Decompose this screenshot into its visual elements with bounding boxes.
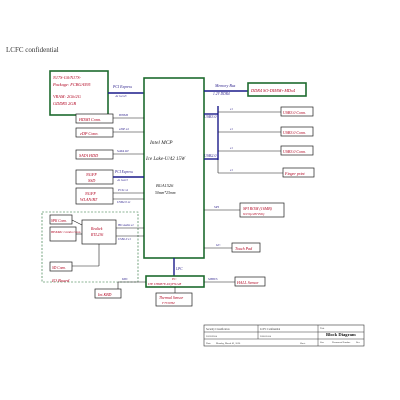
kbc-label: KBC xyxy=(121,277,129,281)
dimm-block xyxy=(247,82,307,97)
sata-hdd-block xyxy=(75,149,114,160)
cpu-line4: 50mm*25mm xyxy=(155,191,176,195)
tb-field-b: 2020/05/04 xyxy=(260,335,272,338)
hall-sensor-block xyxy=(234,276,266,287)
spi-label: SPI xyxy=(214,205,220,209)
codec-label1: Realtek xyxy=(90,227,103,231)
usb-b-conn xyxy=(280,126,314,137)
lpc-label: LPC xyxy=(175,267,183,271)
edp-conn-block xyxy=(75,127,114,138)
tb-date-val: Monday, March 02, 2020 xyxy=(216,342,241,345)
tb-sheet: Sheet xyxy=(300,342,306,345)
cpu-line2: Ice Lake-U/42 15W xyxy=(145,157,186,162)
pcie-wlan-label: PCIe x1 xyxy=(117,188,129,192)
spi-rom-label2: W25Q128JVSIQ xyxy=(243,212,265,216)
edp-link-label: eDP x2 xyxy=(119,127,129,131)
edp-conn-label: eDP Conn. xyxy=(80,131,99,136)
sd-conn-block xyxy=(49,261,73,272)
ddr-voltage-label: 1.2V DDR4 xyxy=(213,92,230,96)
ngff-wlan-block xyxy=(75,187,114,205)
usb-b-small: x1 xyxy=(229,127,233,131)
usb-a-small: x1 xyxy=(229,107,233,111)
touchpad-link-label: I2C xyxy=(215,243,221,247)
pcie-ssd-label1: PCI Express xyxy=(114,170,134,174)
cpu-line3: BGA1526 xyxy=(156,183,174,188)
usb2-hub-label: USB2.0 xyxy=(204,153,216,158)
gpu-line1: N17S-G0/N17S- xyxy=(52,75,81,80)
spi-rom-block xyxy=(239,202,285,218)
spk-conn-block xyxy=(49,214,73,225)
tb-title-val: Block Diagram xyxy=(326,332,356,337)
ngff-wlan-label1: NGFF xyxy=(84,191,96,196)
memory-bus-label: Memory Bus xyxy=(214,83,236,88)
hdmi-link-label: HDMI xyxy=(118,113,129,117)
gpu-line2: Package: FCBGA595 xyxy=(52,82,91,87)
codec-block xyxy=(81,219,117,245)
spk-codec-link xyxy=(71,219,83,226)
codec-label2: RTL236 xyxy=(90,233,103,237)
cpu-line1: Intel MCP xyxy=(149,140,173,146)
touchpad-block xyxy=(231,242,261,253)
dimm-label: DDR4 SO-DIMM+MDx4 xyxy=(250,88,296,93)
io-board-title: IO Board xyxy=(51,278,70,283)
usb-io-label: USB2.0 x1 xyxy=(118,237,131,241)
thermal-label1: Thermal Sensor xyxy=(159,296,184,300)
usb3-hub-label: USB3.0 xyxy=(204,114,216,119)
tb-rev: Rev xyxy=(356,341,361,344)
ec-label: EC xyxy=(171,277,177,281)
spk-conn-label: SPK Conn. xyxy=(51,219,67,223)
pcie-gpu-label2: 4x Gen3 xyxy=(115,94,127,98)
pcie-ssd-label2: 4x Gen3 xyxy=(117,178,128,182)
touchpad-label: Touch Pad xyxy=(235,246,253,251)
kbd-block xyxy=(94,288,122,299)
finger-print-label: Finger print xyxy=(284,171,306,176)
ngff-ssd-label2: SSD xyxy=(88,178,95,183)
tb-security-val: LCFC Confidential xyxy=(260,328,280,331)
ec-part-label: ITE IT8987E-DQFN128 xyxy=(147,282,182,286)
usb-a-conn xyxy=(280,106,314,117)
sata-link-label: SATA III xyxy=(117,149,129,153)
tb-security: Security Classification xyxy=(206,328,230,331)
usb-a-label: USB3.0 Conn. xyxy=(283,110,306,115)
finger-small: x1 xyxy=(229,168,233,172)
pcie-gpu-label1: PCI Express xyxy=(112,85,132,89)
io-board-outline xyxy=(41,211,139,283)
hda-label: HD Audio x1 xyxy=(117,223,134,227)
spi-rom-label1: SPI ROM (16MB) xyxy=(243,206,273,211)
hall-sensor-label: HALL Sensor xyxy=(236,280,259,285)
thermal-label2: F75303M xyxy=(161,301,175,305)
kbd-label: Int.KBD xyxy=(97,292,112,297)
finger-print-block xyxy=(282,167,315,178)
tb-doc: Document Number xyxy=(332,341,351,344)
usb-c-small: x1 xyxy=(229,146,233,150)
hdmi-conn-block xyxy=(75,113,114,124)
usb-c-conn xyxy=(280,145,314,156)
sd-conn-label: SD Conn. xyxy=(52,266,66,270)
usb-b-label: USB3.0 Conn. xyxy=(283,130,306,135)
ngff-wlan-label2: WLAN/BT xyxy=(80,197,98,202)
tb-title-label: Title xyxy=(320,327,324,330)
thermal-block xyxy=(155,292,193,307)
confidential-header: LCFC confidential xyxy=(6,46,59,54)
hdmi-conn-label: HDMI Conn. xyxy=(78,117,101,122)
ngff-ssd-label1: NGFF xyxy=(85,172,97,177)
tb-size: Size xyxy=(320,341,324,344)
gpu-block: N17S-G0/N17S- Package: FCBGA595 VRAM: 2G… xyxy=(49,70,109,116)
usb-wlan-label: USB2.0 x1 xyxy=(117,200,131,204)
usb-c-label: USB3.0 Conn. xyxy=(283,149,306,154)
title-block: Security Classification LCFC Confidentia… xyxy=(203,324,365,347)
cpu-block: Intel MCP Ice Lake-U/42 15W BGA1526 50mm… xyxy=(143,77,205,259)
hp-mic-label: HP&Mic Combo Conn. xyxy=(50,230,81,234)
sata-hdd-label: SATA HDD xyxy=(79,153,98,158)
gpu-line4: GDDR5 2GB xyxy=(53,101,76,106)
tb-field-a: 2019/09/04 xyxy=(206,335,218,338)
gpu-line3: VRAM: 2Gb/2G xyxy=(53,94,82,99)
tb-date: Date: xyxy=(206,342,212,345)
smbus-label: SMBUS xyxy=(208,277,218,281)
